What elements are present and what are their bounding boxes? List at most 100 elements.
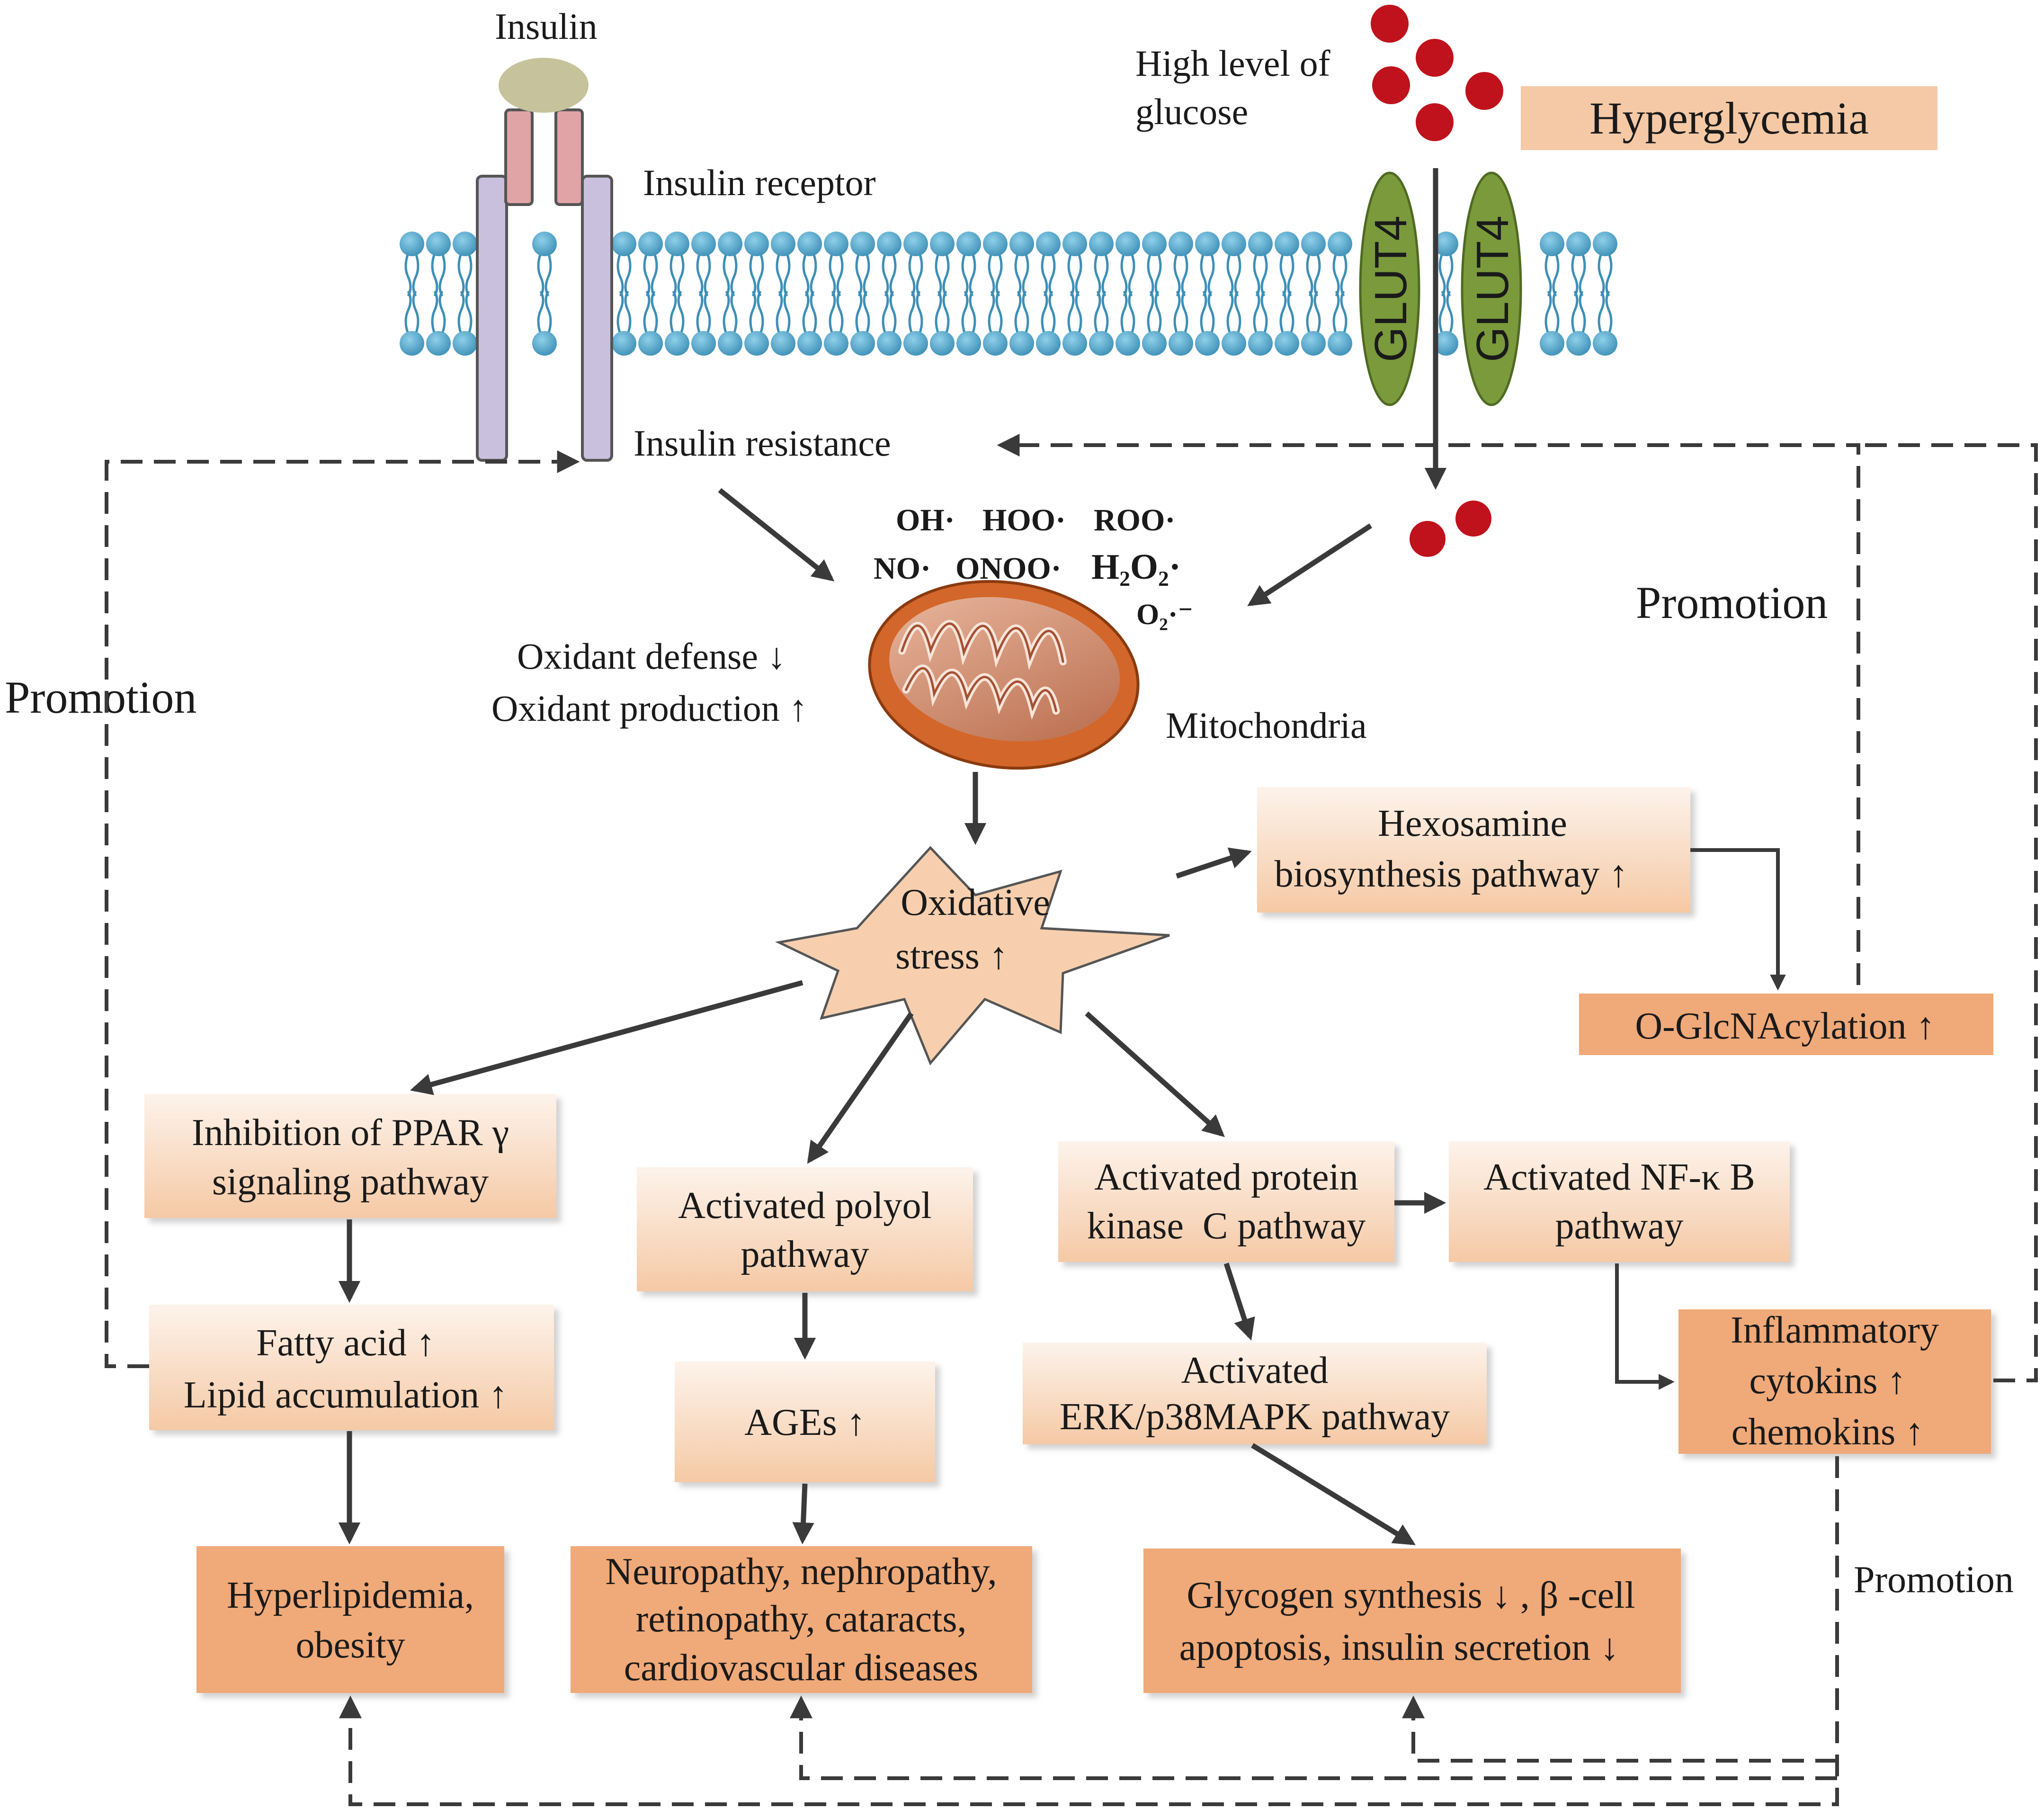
high-glucose-label-1: High level of bbox=[1135, 43, 1330, 84]
lipid-head bbox=[532, 331, 557, 356]
lipid-head bbox=[1540, 331, 1564, 356]
ros-species: OH· HOO· ROO· NO· ONOO· H₂O₂· O₂·⁻ bbox=[874, 503, 1193, 631]
glucose-dot bbox=[1410, 521, 1446, 557]
promotion-label-right: Promotion bbox=[1636, 577, 1828, 628]
dashed-promotion-arrows bbox=[105, 434, 2038, 1806]
arrow-erk-to-glycogen bbox=[1251, 1443, 1416, 1545]
receptor-beta-left bbox=[476, 175, 508, 462]
inflammatory-line1: Inflammatory bbox=[1731, 1309, 1939, 1351]
insulin-molecule bbox=[499, 58, 589, 113]
o-glcnac-label: O-GlcNAcylation ↑ bbox=[1635, 1005, 1935, 1047]
lipid-head bbox=[638, 232, 663, 256]
lipid-head bbox=[453, 232, 477, 256]
lipid-head bbox=[744, 232, 769, 256]
glut4-transporters: GLUT4 GLUT4 bbox=[1359, 171, 1522, 406]
lipid-head bbox=[903, 232, 928, 256]
dashed-inflammatory-to-resistance bbox=[1858, 443, 2038, 1382]
erk-box bbox=[1023, 1343, 1487, 1444]
lipid-head bbox=[665, 232, 689, 256]
lipid-head bbox=[1275, 331, 1299, 356]
lipid-head bbox=[1062, 232, 1087, 256]
lipid-head bbox=[1142, 331, 1167, 356]
lipid-head bbox=[532, 232, 557, 256]
lipid-head bbox=[850, 331, 875, 356]
receptor-alpha-right bbox=[554, 108, 584, 206]
lipid-head bbox=[1089, 232, 1114, 256]
inflammatory-box bbox=[1678, 1309, 1991, 1454]
lipid-head bbox=[718, 232, 742, 256]
lipid-head bbox=[1434, 331, 1458, 356]
high-glucose-label-2: glucose bbox=[1135, 91, 1248, 132]
dashed-to-glycogen bbox=[1402, 1695, 1837, 1763]
lipid-head bbox=[1089, 331, 1114, 356]
mitochondria-label: Mitochondria bbox=[1166, 705, 1367, 746]
lipid-head bbox=[1301, 331, 1326, 356]
receptor-beta-right bbox=[581, 175, 613, 462]
insulin-label: Insulin bbox=[495, 6, 598, 47]
arrow-stress-to-polyol bbox=[807, 1012, 914, 1164]
lipid-head bbox=[1593, 331, 1617, 356]
polyol-line2: pathway bbox=[741, 1234, 869, 1275]
lipid-head bbox=[1116, 232, 1140, 256]
hyperlipidemia-box bbox=[196, 1546, 504, 1693]
cell-membrane bbox=[400, 232, 1617, 356]
insulin-receptor bbox=[476, 58, 613, 462]
lipid-head bbox=[400, 331, 424, 356]
glycogen-line1: Glycogen synthesis ↓ , β -cell bbox=[1187, 1575, 1635, 1616]
ros-oh: OH· bbox=[896, 503, 955, 537]
lipid-head bbox=[903, 331, 928, 356]
lipid-head bbox=[1566, 331, 1591, 356]
lipid-head bbox=[930, 232, 955, 256]
mitochondrion bbox=[868, 580, 1140, 770]
lipid-head bbox=[612, 232, 636, 256]
lipid-head bbox=[1116, 331, 1140, 356]
oxidant-defense-label: Oxidant defense ↓ bbox=[517, 636, 785, 677]
glucose-dot bbox=[1416, 103, 1454, 141]
lipid-head bbox=[400, 232, 424, 256]
neuropathy-line1: Neuropathy, nephropathy, bbox=[605, 1551, 997, 1593]
promotion-label-bottom: Promotion bbox=[1854, 1559, 2014, 1601]
arrow-stress-to-hexosamine bbox=[1176, 847, 1252, 879]
lipid-head bbox=[930, 331, 955, 356]
lipid-head bbox=[983, 232, 1008, 256]
arrow-nfkb-to-inflammatory bbox=[1615, 1263, 1675, 1390]
lipid-head bbox=[771, 331, 795, 356]
glycogen-line2: apoptosis, insulin secretion ↓ bbox=[1179, 1627, 1619, 1668]
lipid-head bbox=[983, 331, 1008, 356]
lipid-head bbox=[850, 232, 875, 256]
ros-onoo: ONOO· bbox=[955, 551, 1062, 586]
lipid-head bbox=[1248, 331, 1273, 356]
arrow-glucose-to-mito bbox=[1247, 523, 1373, 607]
arrow-resistance-to-mito bbox=[718, 488, 835, 582]
lipid-head bbox=[1434, 232, 1458, 256]
lipid-head bbox=[1328, 331, 1352, 356]
dashed-inflammatory-to-hyperlipidemia bbox=[339, 1456, 1839, 1806]
hyperglycemia-label: Hyperglycemia bbox=[1589, 93, 1869, 143]
pkc-box bbox=[1058, 1141, 1394, 1262]
lipid-head bbox=[426, 331, 451, 356]
neuropathy-box bbox=[571, 1546, 1032, 1693]
lipid-head bbox=[1248, 232, 1273, 256]
glucose-dot bbox=[1416, 39, 1454, 77]
lipid-head bbox=[1195, 232, 1220, 256]
glucose-molecules bbox=[1371, 5, 1503, 557]
inflammatory-line3: chemokins ↑ bbox=[1732, 1411, 1924, 1453]
lipid-head bbox=[797, 232, 822, 256]
lipid-head bbox=[824, 232, 848, 256]
pkc-line2: kinase C pathway bbox=[1087, 1205, 1366, 1247]
ros-h2o2: H₂O₂· bbox=[1091, 547, 1181, 587]
promotion-label-left: Promotion bbox=[5, 672, 196, 723]
lipid-head bbox=[1222, 232, 1246, 256]
lipid-head bbox=[956, 331, 981, 356]
arrow-stress-to-pkc bbox=[1085, 1011, 1225, 1137]
oxidative-stress-line1: Oxidative bbox=[901, 882, 1050, 923]
ppar-line2: signaling pathway bbox=[212, 1161, 489, 1203]
lipid-head bbox=[718, 331, 742, 356]
lipid-head bbox=[1301, 232, 1326, 256]
nfkb-line2: pathway bbox=[1555, 1205, 1683, 1247]
glut4-left-label: GLUT4 bbox=[1366, 215, 1416, 362]
ppar-line1: Inhibition of PPAR γ bbox=[192, 1112, 509, 1154]
pkc-line1: Activated protein bbox=[1094, 1156, 1358, 1198]
lipid-head bbox=[1222, 331, 1246, 356]
ros-o2: O₂·⁻ bbox=[1136, 599, 1193, 631]
